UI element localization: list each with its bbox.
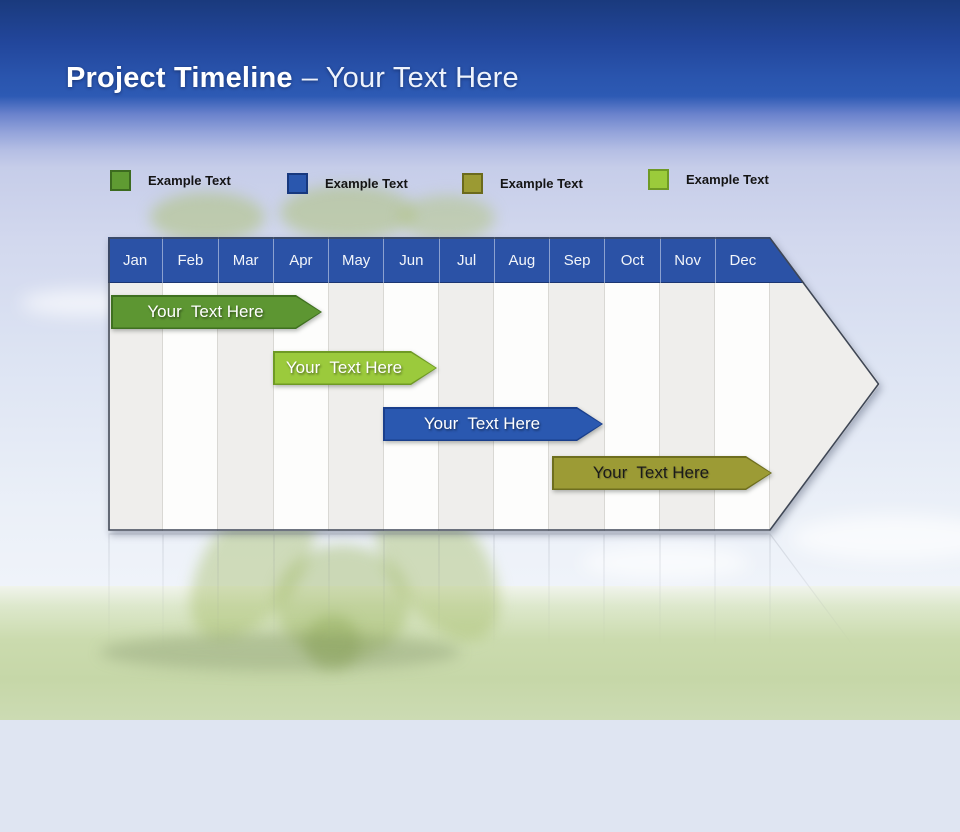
tree-canopy: [280, 185, 415, 240]
timeline-chart: Jan Feb Mar Apr May Jun Jul Aug Sep Oct …: [108, 237, 880, 531]
legend-item: Example Text: [648, 168, 769, 190]
legend-item: Example Text: [462, 172, 583, 194]
tree-shadow: [100, 633, 460, 671]
timeline-chart-body: Jan Feb Mar Apr May Jun Jul Aug Sep Oct …: [108, 237, 880, 531]
month-header-dec: Dec: [729, 251, 757, 269]
month-header-may: May: [329, 237, 385, 283]
month-header-cells: Jan Feb Mar Apr May Jun Jul Aug Sep Oct …: [108, 237, 770, 283]
legend-item: Example Text: [287, 172, 408, 194]
month-header-sep: Sep: [550, 237, 606, 283]
gantt-bar-1: Your Text Here: [111, 295, 322, 329]
legend-label: Example Text: [686, 171, 769, 187]
slide-title-main: Project Timeline: [66, 62, 293, 94]
gantt-bar-2-label: Your Text Here: [285, 358, 403, 377]
month-header-feb: Feb: [163, 237, 219, 283]
tree-trunk: [305, 615, 360, 670]
month-header-jun: Jun: [384, 237, 440, 283]
month-header-apr: Apr: [274, 237, 329, 283]
month-header-mar: Mar: [219, 237, 274, 283]
legend-item: Example Text: [110, 169, 231, 191]
month-header-jul: Jul: [440, 237, 495, 283]
month-header-oct: Oct: [605, 237, 661, 283]
legend-label: Example Text: [325, 175, 408, 191]
cloud: [580, 545, 750, 579]
legend-swatch-olive: [462, 172, 483, 194]
month-header-nov: Nov: [661, 237, 716, 283]
slide-title-sub: – Your Text Here: [301, 62, 519, 94]
legend-swatch-green: [110, 169, 131, 191]
legend-label: Example Text: [500, 175, 583, 191]
tree-canopy: [150, 192, 265, 242]
gantt-bar-1-label: Your Text Here: [147, 302, 264, 321]
month-header-jan: Jan: [108, 237, 164, 283]
legend-label: Example Text: [148, 172, 231, 188]
gantt-bar-3-label: Your Text Here: [423, 414, 541, 433]
gantt-bar-4: Your Text Here: [552, 456, 772, 490]
month-header-aug: Aug: [495, 237, 550, 283]
slide-title: Project Timeline– Your Text Here: [66, 62, 519, 95]
legend-swatch-lightgreen: [648, 168, 669, 190]
gantt-bar-4-label: Your Text Here: [592, 463, 710, 482]
legend-swatch-blue: [287, 172, 308, 194]
gantt-bar-2: Your Text Here: [273, 351, 437, 385]
gantt-bar-3: Your Text Here: [383, 407, 603, 441]
tree-canopy: [400, 195, 495, 241]
grass-background: [0, 586, 960, 720]
month-header: Jan Feb Mar Apr May Jun Jul Aug Sep Oct …: [108, 237, 880, 283]
